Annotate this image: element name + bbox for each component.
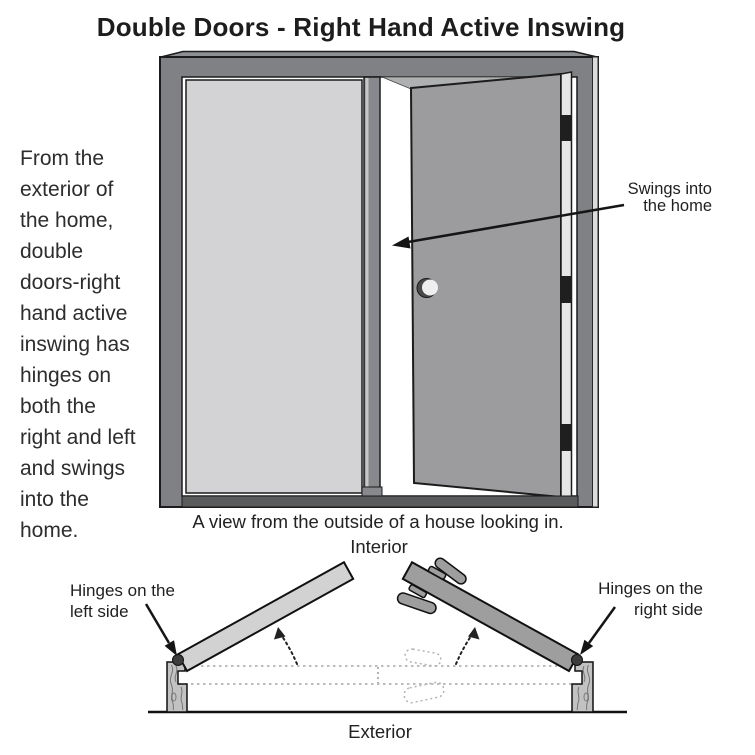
hinge-pin-left [172, 654, 184, 666]
wood-grain [174, 665, 184, 711]
swing-arrow [392, 203, 625, 249]
lever-handles [396, 557, 467, 615]
swings-into-home-label: Swings into the home [627, 180, 712, 215]
mullion-foot [361, 486, 383, 497]
door-hinges [560, 115, 572, 451]
plan-left-jamb [166, 661, 188, 713]
mullion-highlight [365, 78, 369, 495]
door-sill [181, 495, 579, 508]
interior-label: Interior [350, 536, 408, 557]
hinge-bottom [560, 424, 572, 451]
hinges-right-label: Hinges on the right side [598, 579, 703, 619]
hinge-middle [560, 276, 572, 303]
page-title: Double Doors - Right Hand Active Inswing [96, 12, 626, 42]
hinge-arrow-right [580, 606, 617, 655]
plan-right-jamb [571, 661, 594, 713]
closed-position-dotted-lines [179, 665, 572, 685]
exterior-label: Exterior [348, 721, 412, 742]
hinge-pin-right [571, 654, 583, 666]
hinge-top [560, 115, 572, 141]
frame-right-bevel [592, 56, 599, 508]
swing-arc-right [455, 627, 480, 665]
swing-arc-left [274, 627, 298, 665]
plan-view [144, 557, 627, 714]
plan-left-door [176, 560, 355, 673]
view-caption: A view from the outside of a house looki… [192, 511, 564, 532]
wood-knot [583, 692, 589, 702]
plan-right-door [396, 557, 580, 673]
main-elevation-view [159, 50, 625, 508]
left-door-panel [185, 79, 363, 494]
description-paragraph: From the exterior of the home, double do… [20, 147, 136, 542]
wood-grain [576, 665, 586, 711]
hinge-arrow-left [144, 603, 177, 656]
door-knob [416, 278, 438, 298]
hinges-left-label: Hinges on the left side [70, 581, 175, 621]
ghost-handle [403, 648, 445, 704]
wood-knot [171, 692, 177, 702]
